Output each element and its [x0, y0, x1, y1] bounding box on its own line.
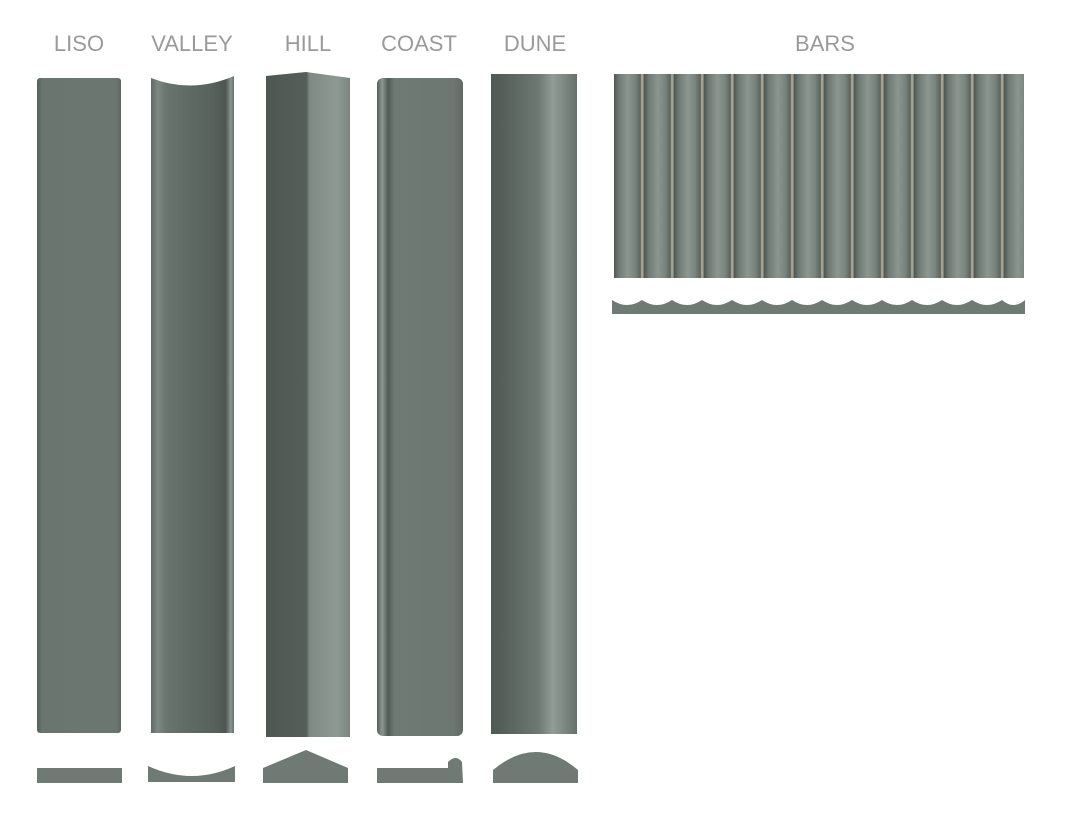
dune-profile	[493, 752, 578, 783]
profile-label-bars: BARS	[795, 31, 855, 56]
liso-panel	[37, 78, 121, 733]
valley-profile	[148, 766, 235, 782]
hill-profile	[263, 750, 348, 783]
profile-label-coast: COAST	[381, 31, 457, 56]
bars-profile	[612, 300, 1025, 314]
profile-label-hill: HILL	[284, 31, 332, 56]
hill-panel	[266, 72, 350, 737]
valley-panel	[151, 76, 234, 733]
bars-panel	[614, 74, 1024, 278]
bars-profile-shape	[612, 300, 1025, 314]
liso-profile	[37, 768, 122, 783]
profile-label-liso: LISO	[53, 31, 105, 56]
coast-profile	[377, 758, 463, 783]
profile-label-valley: VALLEY	[151, 31, 233, 56]
profile-label-dune: DUNE	[503, 31, 567, 56]
dune-panel	[491, 74, 577, 734]
coast-panel	[377, 78, 463, 736]
